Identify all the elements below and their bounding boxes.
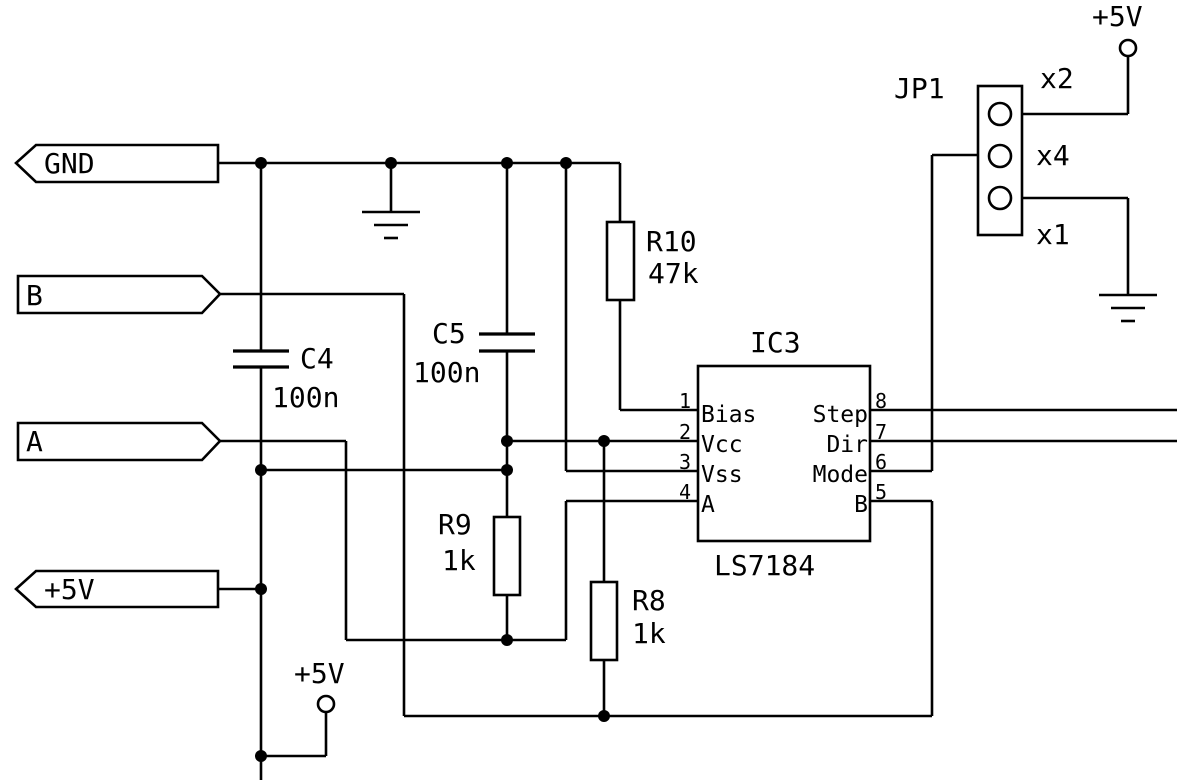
r8-ref: R8 (632, 584, 666, 617)
junction-dot (598, 435, 610, 447)
c4-value: 100n (272, 381, 339, 414)
c5-value: 100n (413, 356, 480, 389)
ic-ref: IC3 (750, 326, 801, 359)
jumper-pin (987, 101, 1013, 127)
pin-name: Mode (813, 462, 868, 488)
ic-part: LS7184 (714, 549, 815, 582)
c4-ref: C4 (300, 342, 334, 375)
port-b: B (16, 274, 222, 315)
ic-ls7184: IC3 LS7184 1 Bias 2 Vcc 3 Vss 4 A 8 Step… (679, 326, 887, 582)
capacitor-c5: C5 100n (413, 317, 535, 389)
supply-bottom-label: +5V (294, 657, 345, 690)
port-a: A (16, 421, 222, 462)
pin-number: 4 (679, 480, 691, 504)
pin-name: A (701, 492, 715, 518)
resistor-r9: R9 1k (438, 508, 522, 597)
jp1-option-x2: x2 (1040, 62, 1074, 95)
port-b-label: B (26, 279, 43, 312)
junction-dot (560, 157, 572, 169)
pin-name: Step (813, 402, 868, 428)
ground-symbol-jumper (1099, 293, 1157, 323)
jp1-option-x1: x1 (1036, 218, 1070, 251)
resistor-r10: R10 47k (605, 220, 699, 302)
resistor-r8: R8 1k (589, 580, 666, 662)
ground-symbol-top (362, 210, 420, 240)
junction-dot (501, 464, 513, 476)
pin-number: 5 (875, 480, 887, 504)
capacitor-c4: C4 100n (233, 342, 339, 414)
junction-dot (598, 710, 610, 722)
supply-bottom: +5V (294, 657, 345, 714)
jp1-ref: JP1 (894, 72, 945, 105)
junction-dot (255, 157, 267, 169)
supply-top-right: +5V (1092, 0, 1143, 58)
r10-ref: R10 (646, 225, 697, 258)
port-vcc: +5V (14, 569, 220, 609)
pin-name: Vcc (701, 432, 743, 458)
pin-number: 7 (875, 420, 887, 444)
junction-dot (385, 157, 397, 169)
jumper-jp1: JP1 x2 x4 x1 (894, 62, 1074, 251)
junction-dot (255, 750, 267, 762)
r9-value: 1k (442, 544, 476, 577)
junction-dot (501, 634, 513, 646)
junction-dot (255, 464, 267, 476)
pin-name: B (854, 492, 868, 518)
pin-number: 3 (679, 450, 691, 474)
c5-ref: C5 (432, 317, 466, 350)
port-a-label: A (26, 425, 43, 458)
port-vcc-label: +5V (44, 573, 95, 606)
pin-name: Bias (701, 402, 756, 428)
junction-dot (501, 157, 513, 169)
r10-value: 47k (648, 257, 699, 290)
pin-number: 1 (679, 389, 691, 413)
pin-number: 2 (679, 420, 691, 444)
port-gnd: GND (14, 143, 220, 184)
pin-name: Vss (701, 462, 743, 488)
pin-number: 6 (875, 450, 887, 474)
r9-ref: R9 (438, 508, 472, 541)
r8-value: 1k (632, 617, 666, 650)
pin-number: 8 (875, 389, 887, 413)
junction-dot (255, 583, 267, 595)
jumper-pin (987, 143, 1013, 169)
pin-name: Dir (826, 432, 868, 458)
junction-dot (501, 435, 513, 447)
port-gnd-label: GND (44, 147, 95, 180)
jp1-option-x4: x4 (1036, 139, 1070, 172)
supply-top-right-label: +5V (1092, 0, 1143, 33)
junctions (255, 157, 610, 762)
jumper-pin (987, 185, 1013, 211)
